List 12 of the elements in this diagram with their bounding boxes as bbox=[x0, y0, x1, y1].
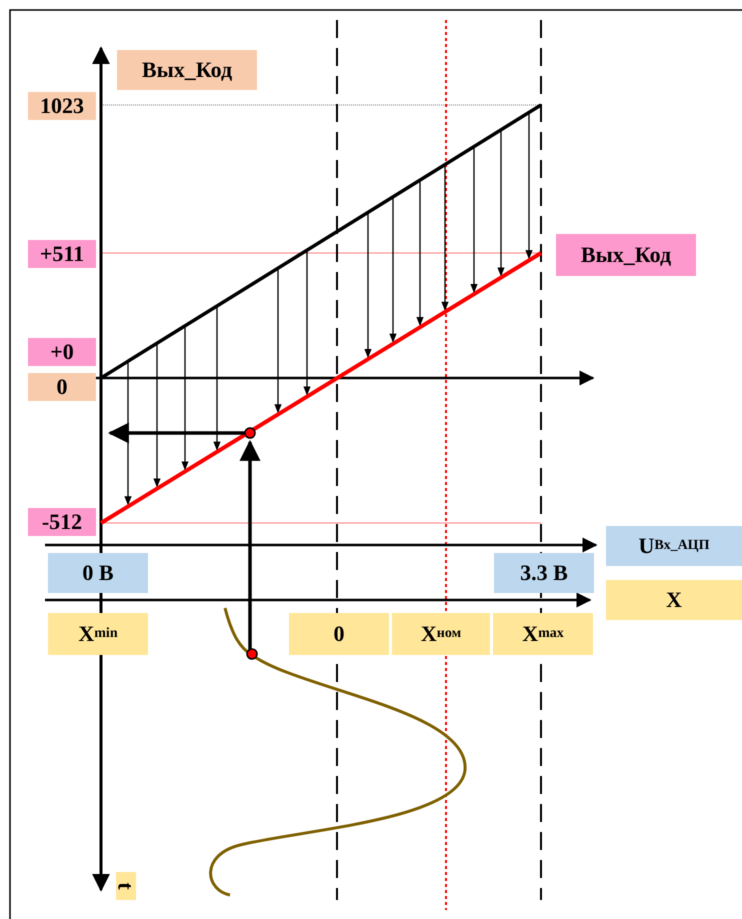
axis-title: Вых_Код bbox=[556, 234, 696, 276]
tick-label: +511 bbox=[28, 240, 96, 268]
tick-label: -512 bbox=[28, 508, 96, 536]
tick-label: 3.3 В bbox=[494, 553, 594, 593]
tick-label: 0 bbox=[289, 613, 389, 655]
axis-title: X bbox=[606, 580, 742, 620]
tick-label: 1023 bbox=[28, 92, 96, 120]
tick-label: 0 В bbox=[48, 553, 148, 593]
tick-label: +0 bbox=[28, 338, 96, 366]
tick-label: 0 bbox=[28, 373, 96, 401]
axis-title: Вых_Код bbox=[117, 50, 257, 90]
axis-title: t bbox=[116, 872, 136, 900]
